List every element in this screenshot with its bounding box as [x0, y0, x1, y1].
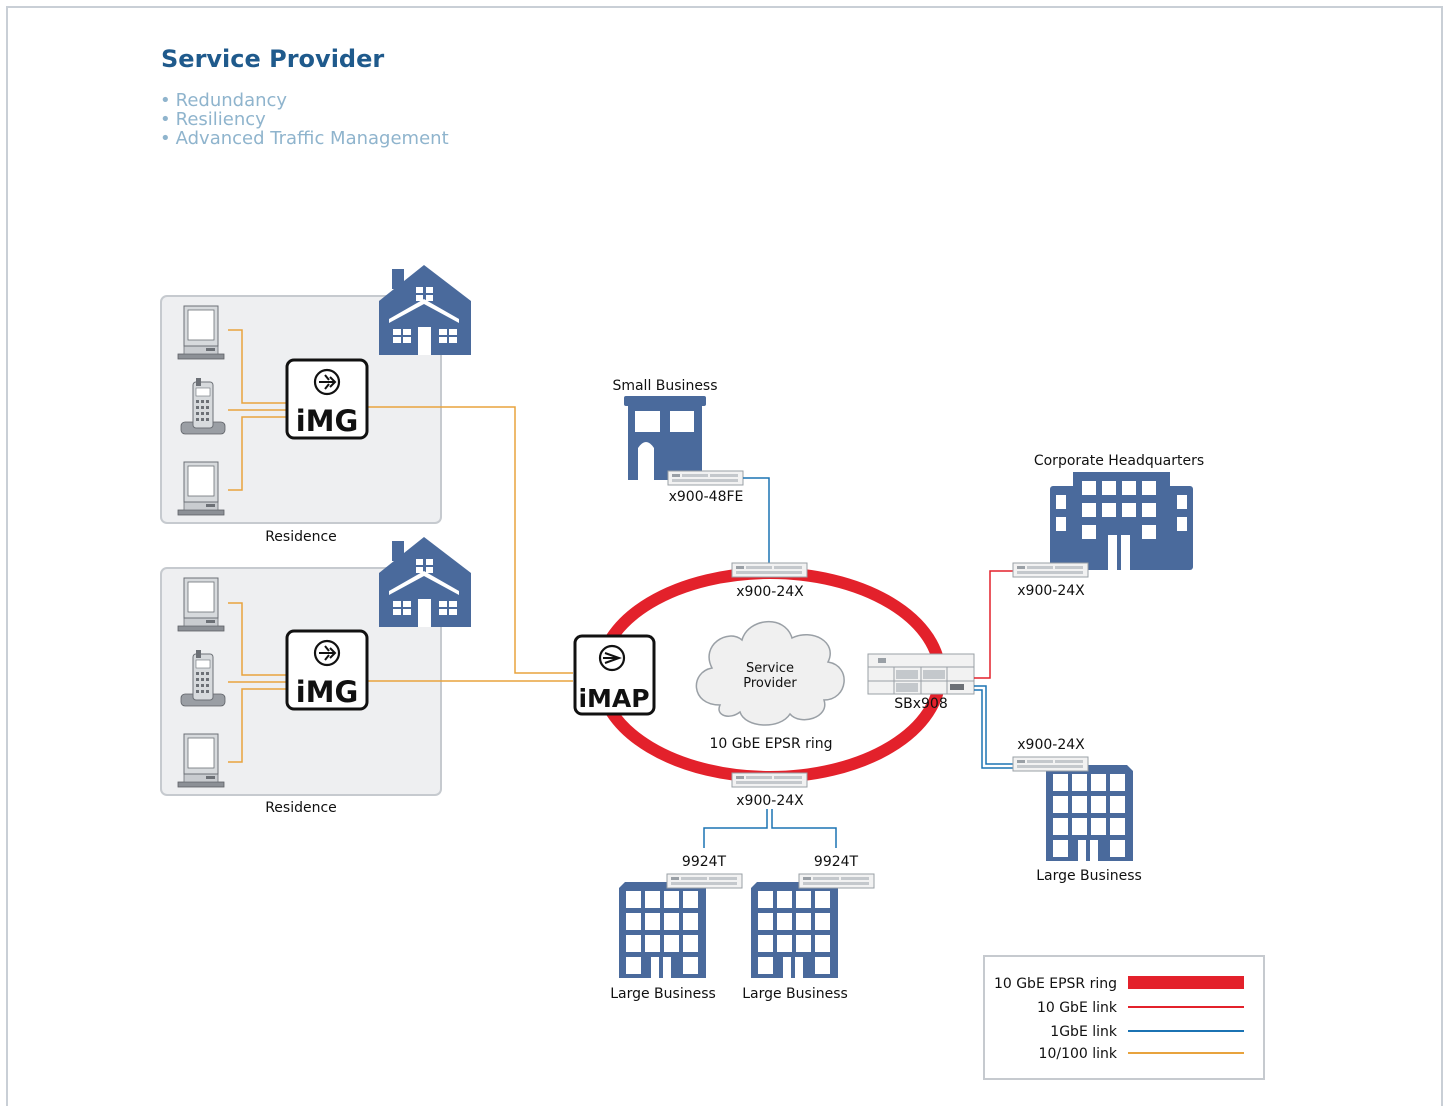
feature-item: Advanced Traffic Management — [160, 129, 449, 148]
feature-list: Redundancy Resiliency Advanced Traffic M… — [160, 91, 449, 148]
img-label: iMG — [296, 404, 359, 438]
computer-icon — [177, 733, 225, 788]
computer-icon — [177, 305, 225, 360]
gbe-link — [743, 477, 770, 563]
corporate-hq-label: Corporate Headquarters — [1034, 453, 1204, 469]
switch-label: SBx908 — [894, 696, 948, 712]
cloud-label-line1: Service — [746, 661, 794, 676]
switch-x900-24x-hq — [1012, 562, 1089, 578]
switch-label: x900-24X — [736, 793, 804, 809]
house-icon — [379, 265, 471, 355]
house-icon — [379, 537, 471, 627]
switch-x900-24x-top — [731, 562, 808, 578]
legend-label: 1GbE link — [1050, 1024, 1118, 1040]
cloud-label-line2: Provider — [743, 676, 797, 691]
page-frame — [6, 6, 1443, 1106]
imap-label: iMAP — [578, 684, 649, 713]
office-building-icon — [619, 882, 706, 978]
sbx908-chassis — [867, 653, 975, 695]
residence-label: Residence — [265, 800, 337, 816]
img-label: iMG — [296, 675, 359, 709]
legend-label: 10 GbE EPSR ring — [994, 976, 1117, 992]
small-business-label: Small Business — [612, 378, 717, 394]
legend: 10 GbE EPSR ring 10 GbE link 1GbE link 1… — [983, 955, 1265, 1080]
office-building-icon — [751, 882, 838, 978]
large-business-label: Large Business — [1036, 868, 1142, 884]
router-icon — [313, 368, 341, 396]
feature-item: Redundancy — [160, 91, 449, 110]
residence-2-links — [228, 602, 573, 763]
storefront-icon — [624, 396, 706, 480]
switch-x900-48fe — [667, 470, 744, 486]
legend-label: 10/100 link — [1039, 1046, 1118, 1062]
large-business-label: Large Business — [742, 986, 848, 1002]
legend-label: 10 GbE link — [1037, 1000, 1118, 1016]
page-title: Service Provider — [161, 45, 385, 73]
gbe-links-right — [974, 685, 1013, 769]
residence-1-links — [228, 329, 573, 674]
imap-node: iMAP — [573, 634, 656, 716]
service-provider-cloud: Service Provider — [695, 621, 845, 726]
gbe-links-bottom — [703, 809, 837, 848]
switch-label: 9924T — [814, 854, 859, 870]
tengbe-link — [974, 570, 1013, 679]
switch-9924t — [798, 873, 875, 889]
large-business-label: Large Business — [610, 986, 716, 1002]
access-icon — [598, 644, 626, 672]
switch-label: x900-24X — [736, 584, 804, 600]
img-gateway: iMG — [285, 358, 369, 440]
switch-label: x900-24X — [1017, 737, 1085, 753]
feature-item: Resiliency — [160, 110, 449, 129]
corporate-hq-building-icon — [1050, 472, 1193, 570]
switch-label: x900-48FE — [669, 489, 744, 505]
computer-icon — [177, 461, 225, 516]
residence-label: Residence — [265, 529, 337, 545]
img-gateway: iMG — [285, 629, 369, 711]
router-icon — [313, 639, 341, 667]
switch-x900-24x-bottom — [731, 772, 808, 788]
legend-swatch-epsr — [1128, 976, 1244, 989]
ring-label: 10 GbE EPSR ring — [709, 736, 832, 752]
switch-label: x900-24X — [1017, 583, 1085, 599]
switch-label: 9924T — [682, 854, 727, 870]
computer-icon — [177, 577, 225, 632]
office-building-icon — [1046, 765, 1133, 861]
switch-9924t — [666, 873, 743, 889]
switch-x900-24x-right — [1012, 756, 1089, 772]
